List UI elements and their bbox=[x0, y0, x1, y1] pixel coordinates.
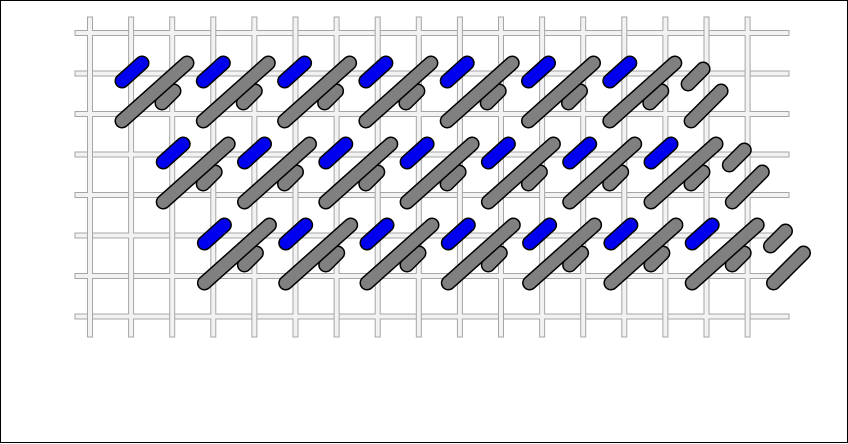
accent-stitch bbox=[488, 144, 508, 162]
thread-crossing bbox=[498, 31, 505, 35]
accent-stitch bbox=[407, 144, 427, 162]
thread-crossing bbox=[456, 315, 463, 319]
thread-crossing bbox=[333, 112, 340, 116]
thread-crossing bbox=[251, 274, 258, 278]
thread-crossing bbox=[169, 112, 176, 116]
thread-crossing bbox=[662, 31, 669, 35]
accent-stitch bbox=[611, 225, 631, 243]
thread-crossing bbox=[744, 274, 751, 278]
thread-crossing bbox=[169, 31, 176, 35]
thread-crossing bbox=[539, 315, 546, 319]
thread-crossing bbox=[662, 274, 669, 278]
thread-crossing bbox=[415, 274, 422, 278]
horizontal-thread bbox=[75, 274, 789, 279]
thread-crossing bbox=[415, 31, 422, 35]
thread-crossing bbox=[210, 315, 217, 319]
accent-stitch bbox=[366, 63, 386, 81]
accent-stitch bbox=[285, 63, 305, 81]
accent-stitch bbox=[570, 144, 590, 162]
accent-stitch bbox=[286, 225, 306, 243]
thread-crossing bbox=[128, 315, 135, 319]
thread-crossing bbox=[87, 193, 94, 197]
thread-crossing bbox=[703, 315, 710, 319]
accent-stitch bbox=[448, 225, 468, 243]
accent-stitch bbox=[530, 225, 550, 243]
thread-crossing bbox=[374, 315, 381, 319]
accent-stitch bbox=[447, 63, 467, 81]
thread-crossing bbox=[87, 112, 94, 116]
thread-crossing bbox=[498, 112, 505, 116]
thread-crossing bbox=[662, 112, 669, 116]
thread-crossing bbox=[251, 112, 258, 116]
thread-crossing bbox=[333, 31, 340, 35]
horizontal-thread bbox=[75, 314, 789, 319]
thread-crossing bbox=[169, 274, 176, 278]
thread-crossing bbox=[580, 31, 587, 35]
thread-crossing bbox=[333, 274, 340, 278]
accent-stitch bbox=[367, 225, 387, 243]
thread-crossing bbox=[415, 112, 422, 116]
accent-stitch bbox=[204, 225, 224, 243]
thread-crossing bbox=[580, 274, 587, 278]
thread-crossing bbox=[128, 153, 135, 157]
thread-crossing bbox=[87, 31, 94, 35]
thread-crossing bbox=[251, 31, 258, 35]
thread-crossing bbox=[744, 112, 751, 116]
thread-crossing bbox=[292, 315, 299, 319]
thread-crossing bbox=[128, 234, 135, 238]
accent-stitch bbox=[163, 144, 183, 162]
horizontal-thread bbox=[75, 112, 789, 117]
accent-stitch bbox=[529, 63, 549, 81]
thread-crossing bbox=[621, 315, 628, 319]
thread-crossing bbox=[580, 112, 587, 116]
vertical-thread bbox=[88, 17, 93, 337]
horizontal-thread bbox=[75, 31, 789, 36]
accent-stitch bbox=[203, 63, 223, 81]
thread-crossing bbox=[87, 274, 94, 278]
thread-crossing bbox=[498, 274, 505, 278]
accent-stitch bbox=[122, 63, 142, 81]
accent-stitch bbox=[245, 144, 265, 162]
thread-crossing bbox=[744, 31, 751, 35]
accent-stitch bbox=[326, 144, 346, 162]
